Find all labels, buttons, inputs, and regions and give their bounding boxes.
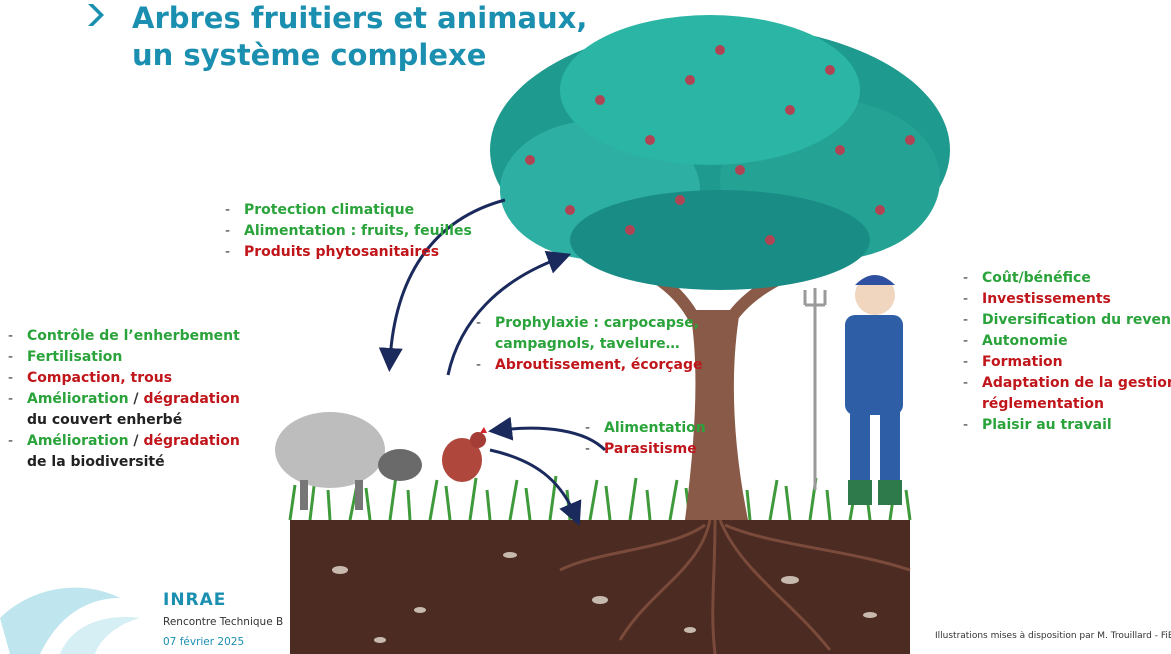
list-item: -Alimentation <box>585 418 706 439</box>
list-item: -Produits phytosanitaires <box>225 242 472 263</box>
grass-effects-list: -Alimentation -Parasitisme <box>585 418 706 460</box>
list-item: -Plaisir au travail <box>963 415 1171 436</box>
list-item-continuation: réglementation <box>963 394 1171 415</box>
list-item: -Contrôle de l’enherbement <box>8 326 240 347</box>
footer-date: 07 février 2025 <box>163 636 244 648</box>
arrow-hen-to-grass <box>490 450 575 515</box>
inrae-swirl-logo-mark <box>0 578 160 654</box>
list-item: -Parasitisme <box>585 439 706 460</box>
tree-effects-list: -Protection climatique -Alimentation : f… <box>225 200 472 263</box>
inrae-logo: INRAE <box>163 590 226 610</box>
footer-event: Rencontre Technique B <box>163 616 283 628</box>
list-item: -Protection climatique <box>225 200 472 221</box>
animal-effects-list: -Contrôle de l’enherbement -Fertilisatio… <box>8 326 240 473</box>
list-item: -Diversification du revenu <box>963 310 1171 331</box>
farmer-effects-list: -Coût/bénéfice -Investissements -Diversi… <box>963 268 1171 436</box>
list-item: -Compaction, trous <box>8 368 240 389</box>
list-item: -Investissements <box>963 289 1171 310</box>
list-item: -Alimentation : fruits, feuilles <box>225 221 472 242</box>
animals-on-tree-list: -Prophylaxie : carpocapse, campagnols, t… <box>476 313 703 376</box>
list-item-continuation: campagnols, tavelure… <box>476 334 703 355</box>
list-item: -Abroutissement, écorçage <box>476 355 703 376</box>
list-item: -Autonomie <box>963 331 1171 352</box>
list-item: -Adaptation de la gestion, <box>963 373 1171 394</box>
list-item-continuation: de la biodiversité <box>8 452 240 473</box>
list-item: -Formation <box>963 352 1171 373</box>
list-item: -Amélioration / dégradation <box>8 389 240 410</box>
list-item: -Fertilisation <box>8 347 240 368</box>
illustration-credit: Illustrations mises à disposition par M.… <box>935 631 1171 641</box>
list-item: -Prophylaxie : carpocapse, <box>476 313 703 334</box>
list-item: -Coût/bénéfice <box>963 268 1171 289</box>
list-item: -Amélioration / dégradation <box>8 431 240 452</box>
list-item-continuation: du couvert enherbé <box>8 410 240 431</box>
